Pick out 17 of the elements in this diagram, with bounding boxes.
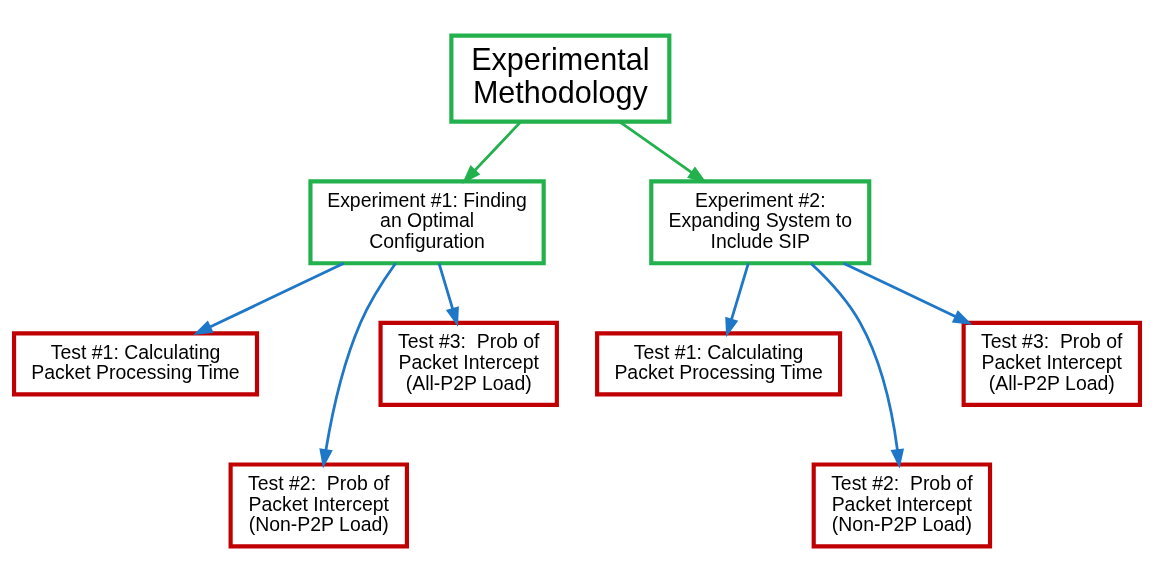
node-box: Test #2: Prob of Packet Intercept (Non-P2P Load) <box>811 462 993 549</box>
arrow <box>437 263 459 327</box>
arrow <box>842 262 973 325</box>
arrow <box>462 120 522 184</box>
arrow <box>725 263 750 338</box>
node-box: Test #1: Calculating Packet Processing Time <box>595 331 843 397</box>
node-box: Experiment #1: Finding an Optimal Configuration <box>308 179 546 266</box>
arrow <box>810 262 905 469</box>
node-box: Test #3: Prob of Packet Intercept (All-P2P Load) <box>961 320 1143 407</box>
node-box: Experimental Methodology <box>449 33 672 124</box>
arrow <box>319 262 397 469</box>
node-box: Test #2: Prob of Packet Intercept (Non-P2P Load) <box>228 462 409 549</box>
node-box: Test #1: Calculating Packet Processing Time <box>11 331 260 397</box>
node-box: Test #3: Prob of Packet Intercept (All-P2P Load) <box>378 320 559 407</box>
arrow <box>618 120 707 184</box>
arrow <box>193 262 345 336</box>
node-box: Experiment #2: Expanding System to Include SIP <box>649 179 872 266</box>
